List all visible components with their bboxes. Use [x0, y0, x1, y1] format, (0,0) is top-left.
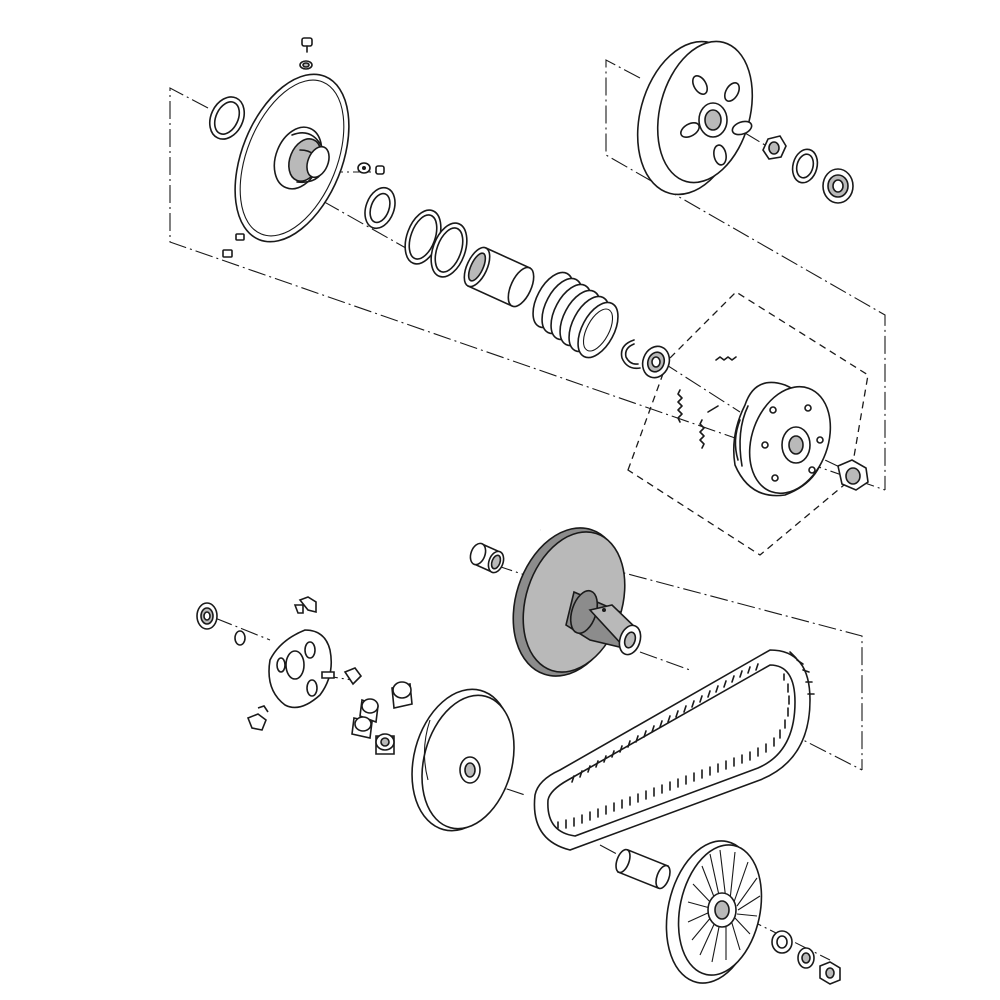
- collar-sleeve: [463, 246, 535, 308]
- seal-ring: [208, 96, 246, 140]
- pin-set-lower: [222, 233, 245, 258]
- nut-small: [819, 961, 841, 985]
- sliders: [246, 596, 363, 731]
- small-collar: [299, 60, 313, 70]
- torque-spring: [532, 271, 619, 359]
- bearing: [822, 168, 854, 204]
- guide-pin-set: [357, 162, 385, 175]
- lock-nut: [837, 459, 869, 491]
- hex-nut: [762, 135, 787, 160]
- oil-seal-small: [196, 602, 218, 630]
- needle-bearing: [469, 542, 505, 574]
- drive-face: [411, 688, 515, 832]
- driven-face-plate: [234, 73, 350, 243]
- o-ring-large-2: [430, 222, 468, 278]
- pulley-collar: [615, 848, 671, 890]
- clutch-bearing: [641, 345, 671, 379]
- circlip: [620, 339, 641, 370]
- ramp-plate: [268, 604, 335, 709]
- clutch-carrier: [732, 381, 832, 497]
- weight-rollers: [351, 681, 413, 755]
- small-o-ring: [234, 630, 246, 646]
- spring-washer: [797, 947, 815, 969]
- washer-small: [771, 930, 793, 954]
- clutch-shoe-springs: [677, 356, 737, 449]
- drive-belt: [533, 649, 815, 851]
- small-pin: [301, 37, 313, 53]
- washer: [791, 148, 819, 184]
- clutch-group-dashed-box: [627, 291, 869, 556]
- movable-drive-face: [512, 527, 642, 677]
- fan-drive-face: [665, 840, 763, 984]
- clutch-housing: [636, 40, 754, 196]
- oil-seal: [364, 186, 396, 230]
